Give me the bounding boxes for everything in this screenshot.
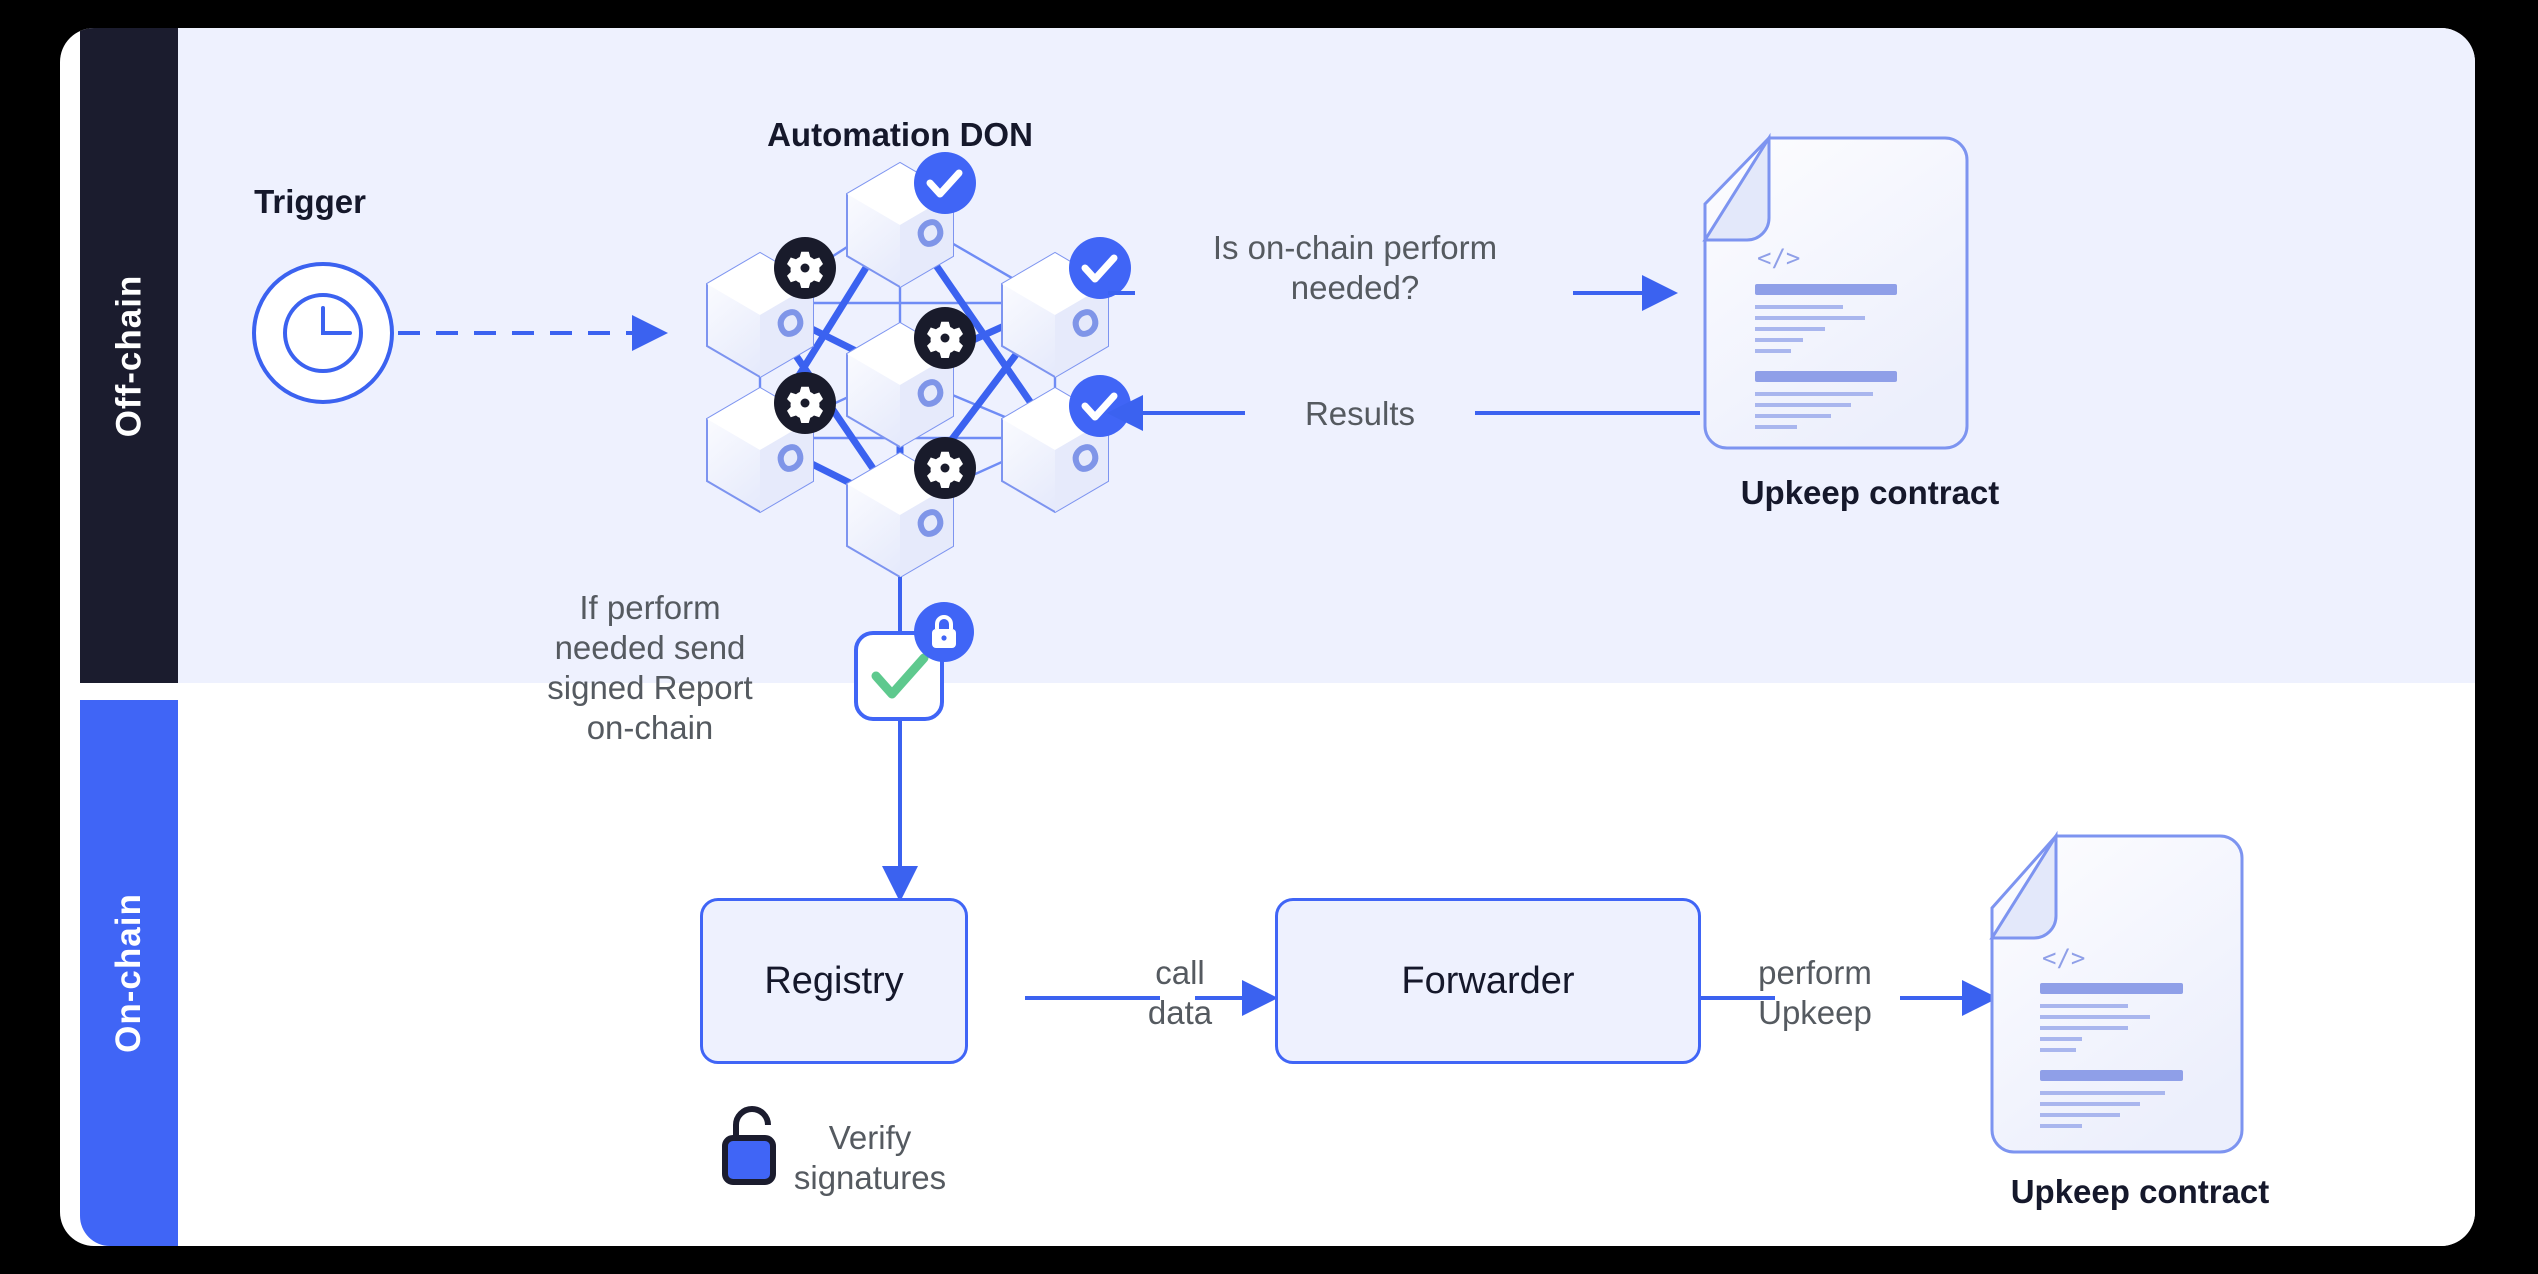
clock-icon — [252, 262, 394, 404]
verify-line1: Verify — [828, 1119, 912, 1156]
svg-text:</>: </> — [2042, 944, 2085, 972]
report-note-line2: needed send — [554, 629, 746, 666]
forwarder-box[interactable]: Forwarder — [1275, 898, 1701, 1064]
verify-line2: signatures — [793, 1159, 947, 1196]
diagram-vectors: </> — [252, 132, 2244, 1185]
lane-label-offchain: Off-chain — [80, 28, 178, 683]
report-note-line4: on-chain — [586, 709, 714, 746]
gear-icon — [774, 237, 836, 299]
check-badge-icon — [1069, 237, 1131, 299]
perform-upkeep-label: perform Upkeep — [1715, 953, 1915, 1033]
call-data-line2: data — [1147, 994, 1213, 1031]
svg-text:</>: </> — [1757, 244, 1800, 272]
results-label: Results — [1304, 395, 1416, 432]
registry-label: Registry — [764, 959, 904, 1002]
perform-upkeep-line2: Upkeep — [1758, 994, 1872, 1031]
call-data-line1: call — [1155, 954, 1205, 991]
query-label-line1: Is on-chain perform — [1212, 229, 1498, 266]
signed-report-badge — [854, 602, 974, 721]
code-document-icon: </> — [1702, 132, 1969, 450]
unlocked-padlock-icon — [722, 1106, 776, 1185]
don-title: Automation DON — [767, 116, 1033, 153]
report-note: If perform needed send signed Report on-… — [500, 588, 800, 748]
registry-box[interactable]: Registry — [700, 898, 968, 1064]
upkeep-contract-label-offchain: Upkeep contract — [1740, 474, 2000, 511]
report-note-line1: If perform — [579, 589, 721, 626]
offchain-band — [178, 28, 2475, 683]
lane-label-onchain: On-chain — [80, 700, 178, 1246]
gear-icon — [914, 307, 976, 369]
don-node-left-lower — [706, 386, 814, 514]
gear-icon — [914, 437, 976, 499]
perform-upkeep-line1: perform — [1758, 954, 1872, 991]
diagram-card: Off-chain On-chain Trigger — [60, 28, 2475, 1246]
forwarder-label: Forwarder — [1401, 959, 1575, 1002]
check-badge-icon — [1069, 375, 1131, 437]
call-data-label: call data — [1100, 953, 1260, 1033]
check-badge-icon — [914, 152, 976, 214]
query-label: Is on-chain perform needed? — [1130, 228, 1580, 308]
code-document-icon: </> — [1989, 830, 2244, 1154]
verify-signatures-label: Verify signatures — [730, 1118, 1010, 1198]
report-note-line3: signed Report — [547, 669, 753, 706]
upkeep-contract-label-onchain: Upkeep contract — [2010, 1173, 2270, 1210]
gear-icon — [774, 372, 836, 434]
query-label-line2: needed? — [1290, 269, 1420, 306]
trigger-title: Trigger — [254, 183, 366, 220]
